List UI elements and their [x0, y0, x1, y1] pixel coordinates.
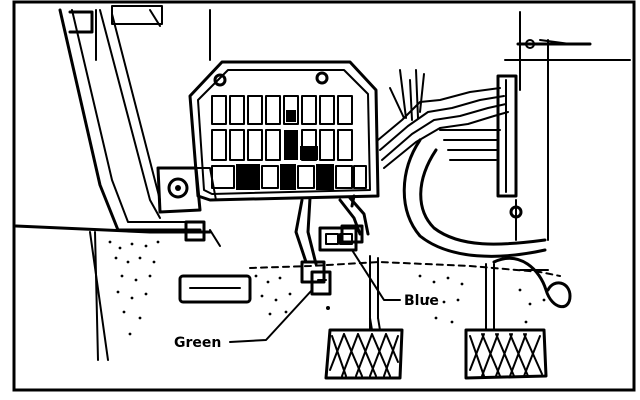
fuse-row-3: [211, 164, 367, 190]
wiring-harness: [377, 39, 549, 258]
pedal-linkage: [492, 256, 572, 308]
brake-pedal-pad-hatch: [329, 333, 399, 377]
blue-leader-line: [351, 249, 401, 301]
lower-dash: [14, 220, 252, 361]
green-label: Green: [174, 335, 221, 351]
green-leader-line: [229, 289, 313, 343]
clutch-pedal: [464, 328, 548, 380]
blue-label: Blue: [404, 293, 439, 309]
fuse-row-1: [211, 95, 353, 125]
clutch-pedal-pad-hatch: [469, 333, 543, 377]
dashboard-panel: [58, 5, 631, 232]
connector-wiring: [294, 194, 370, 266]
floor-stipple: [108, 240, 546, 336]
fuse-row-2: [211, 129, 353, 161]
blue-connector: [318, 224, 364, 252]
brake-pedal: [324, 317, 404, 380]
fuse-box: [188, 60, 380, 202]
mounting-bracket: [156, 166, 217, 214]
floor-line: [249, 255, 561, 331]
green-connector: [300, 260, 332, 310]
